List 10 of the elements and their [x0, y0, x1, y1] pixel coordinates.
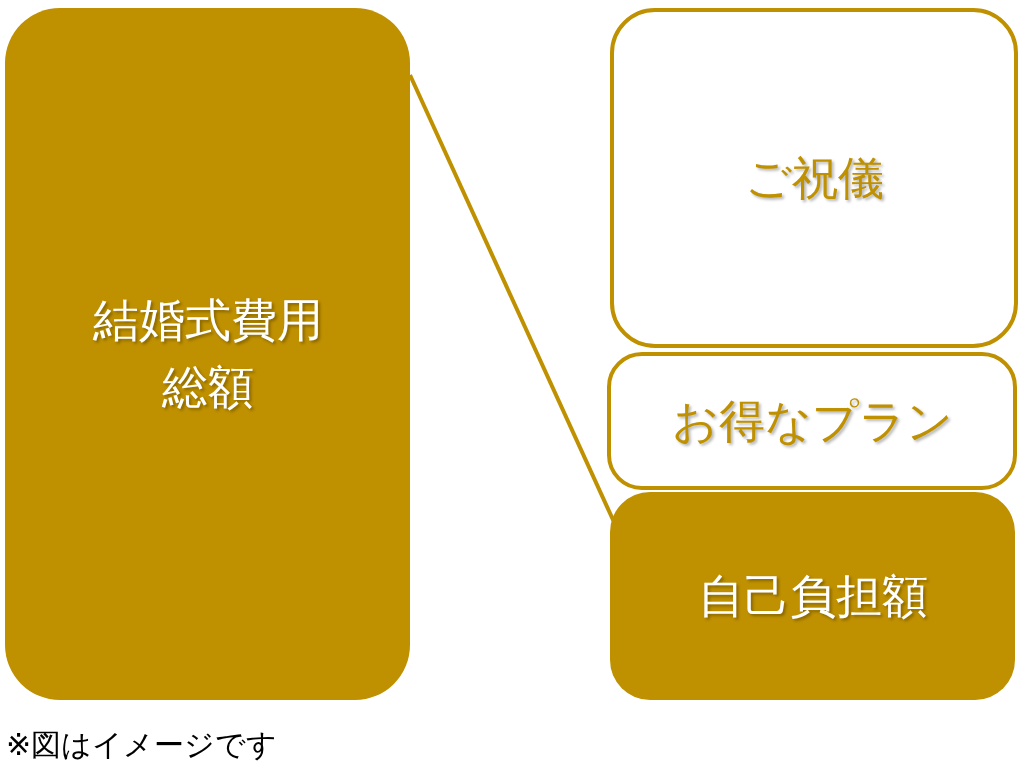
connector-line — [408, 74, 616, 523]
self-pay-box — [610, 492, 1015, 700]
node-label: ご祝儀 — [744, 149, 884, 207]
gift-money-box — [610, 8, 1018, 348]
plan-box — [607, 352, 1017, 490]
node-label: 結婚式費用総額 — [91, 292, 324, 416]
node-label: 自己負担額 — [697, 567, 928, 625]
node-label: お得なプラン — [671, 392, 953, 450]
total-cost-box — [5, 8, 410, 700]
note-text: ※図はイメージです — [6, 726, 278, 764]
